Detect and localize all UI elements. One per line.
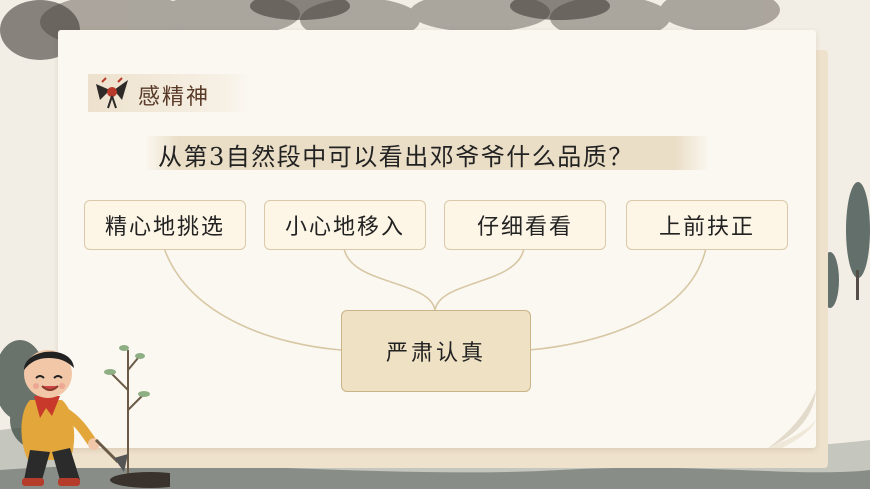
quality-box-4: 上前扶正: [626, 200, 788, 250]
connector-3: [434, 247, 525, 311]
kite-icon: [96, 77, 128, 109]
quality-box-1: 精心地挑选: [84, 200, 246, 250]
connector-2: [343, 247, 436, 311]
question-text: 从第3自然段中可以看出邓爷爷什么品质？: [158, 143, 634, 171]
summary-box: 严肃认真: [341, 310, 531, 392]
boy-planting-tree-illustration: [21, 345, 170, 488]
connector-4: [528, 247, 707, 351]
section-tag-label: 感精神: [138, 85, 211, 110]
quality-box-2: 小心地移入: [264, 200, 426, 250]
connector-1: [163, 247, 342, 351]
question-banner: [145, 136, 709, 170]
quality-box-3: 仔细看看: [444, 200, 606, 250]
page-curl-decoration: [768, 390, 816, 448]
